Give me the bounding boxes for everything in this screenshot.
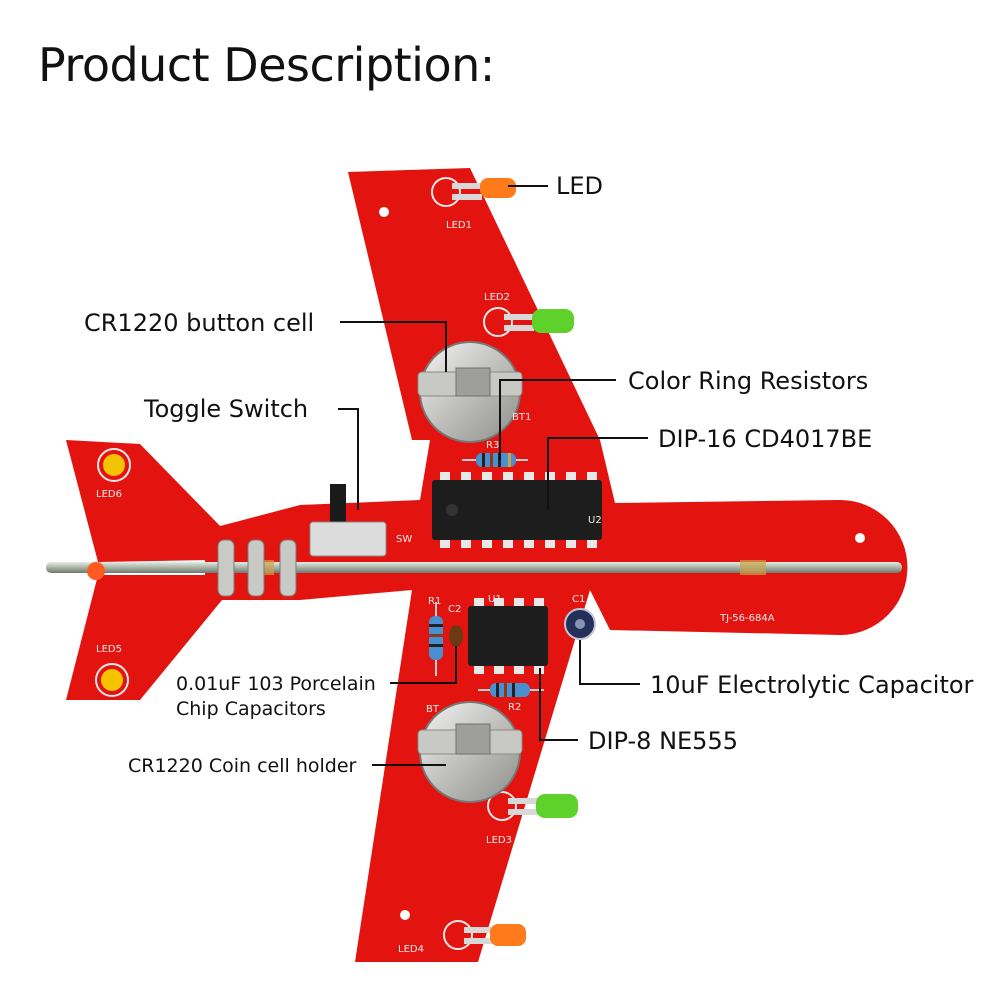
led1: LED1	[431, 177, 516, 231]
led3-silk: LED3	[486, 835, 512, 846]
mount-hole	[379, 207, 389, 217]
capacitor-c2: C2	[448, 604, 463, 647]
led4: LED4	[398, 920, 526, 955]
callout-button-cell: CR1220 button cell	[84, 309, 314, 337]
leader-dip16	[547, 437, 648, 510]
mount-hole	[855, 533, 865, 543]
led-icon	[103, 454, 125, 476]
pcb-tail-fin-upper	[66, 440, 222, 562]
c1-silk: C1	[572, 594, 585, 605]
led3: LED3	[486, 791, 578, 846]
ic-dip16: U2	[432, 472, 602, 548]
resistor-icon	[490, 683, 530, 697]
callout-porcelain-caps-line2: Chip Capacitors	[176, 698, 326, 720]
resistor-r2: R2	[478, 683, 544, 713]
toggle-switch-icon	[309, 521, 387, 557]
led4-silk: LED4	[398, 944, 424, 955]
bt1-silk: BT1	[512, 412, 531, 423]
leader-porcelain	[390, 646, 457, 684]
capacitor-c1: C1	[564, 594, 596, 640]
callout-resistors: Color Ring Resistors	[628, 367, 868, 395]
callout-porcelain-caps-line1: 0.01uF 103 Porcelain	[176, 673, 376, 695]
resistor-icon	[429, 616, 443, 660]
leader-electrolytic	[579, 640, 640, 685]
ic-chip-icon	[432, 480, 602, 540]
led1-silk: LED1	[446, 220, 472, 231]
led-icon	[480, 178, 516, 198]
c2-silk: C2	[448, 604, 461, 615]
resistor-icon	[476, 453, 516, 467]
r3-silk: R3	[486, 440, 499, 451]
led-icon	[490, 924, 526, 946]
led5-silk: LED5	[96, 644, 122, 655]
rod-end-led	[87, 562, 105, 580]
led6-silk: LED6	[96, 489, 122, 500]
leader-toggle	[338, 408, 359, 510]
u2-silk: U2	[588, 515, 602, 526]
r2-silk: R2	[508, 702, 521, 713]
resistor-r1: R1	[428, 596, 443, 676]
callout-lines	[338, 185, 648, 766]
resistor-r3: R3	[462, 440, 528, 467]
tail-capacitors	[217, 539, 297, 597]
callout-led: LED	[556, 172, 603, 200]
ic-dip8: U1	[468, 594, 548, 674]
callout-electrolytic-cap: 10uF Electrolytic Capacitor	[650, 671, 974, 699]
dip16-pins-top	[440, 472, 597, 482]
leader-resistors	[499, 379, 616, 460]
capacitor-icon	[449, 625, 463, 647]
mount-hole	[400, 910, 410, 920]
ic-chip-icon	[468, 606, 548, 666]
toggle-switch: SW	[309, 484, 412, 557]
led5: LED5	[95, 644, 129, 697]
callout-dip16: DIP-16 CD4017BE	[658, 425, 872, 453]
pcb-upper-wing	[348, 168, 600, 440]
bt-silk: BT	[426, 704, 440, 715]
rod-coil	[740, 560, 766, 575]
led-icon	[536, 794, 578, 818]
led-icon	[101, 669, 123, 691]
sw-silk: SW	[396, 534, 412, 545]
led2: LED2	[483, 292, 574, 337]
leader-dip8	[539, 668, 578, 741]
board-id-silk: TJ-56-684A	[719, 613, 775, 624]
pcb-tail-fin-lower	[66, 575, 222, 700]
led-icon	[532, 309, 574, 333]
led2-silk: LED2	[484, 292, 510, 303]
callout-toggle-switch: Toggle Switch	[143, 395, 308, 423]
page-title: Product Description:	[38, 38, 495, 92]
leader-button-cell	[340, 321, 447, 372]
r1-silk: R1	[428, 596, 441, 607]
u1-silk: U1	[488, 594, 502, 605]
coin-cell-bottom: BT	[417, 701, 523, 803]
led6: LED6	[96, 448, 131, 500]
callout-dip8: DIP-8 NE555	[588, 727, 738, 755]
axle-rod	[46, 562, 902, 573]
dip16-pins-bottom	[440, 538, 597, 548]
callout-coin-cell-holder: CR1220 Coin cell holder	[128, 755, 357, 777]
